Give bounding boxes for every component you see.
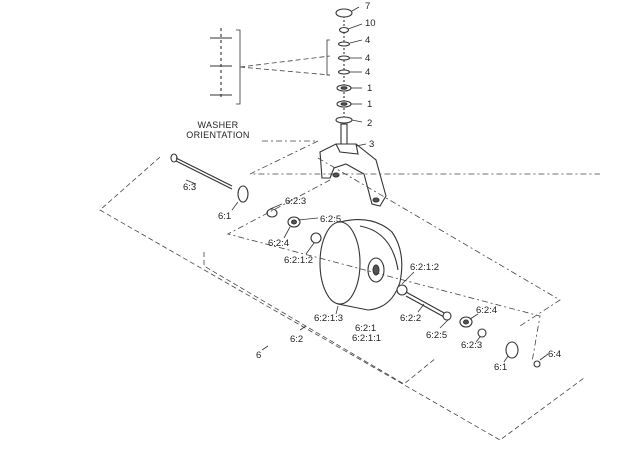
callout-6-2-1-3: 6:2:1:3 bbox=[314, 313, 343, 324]
spacer-6-1-left bbox=[237, 185, 249, 203]
callout-1a: 1 bbox=[367, 83, 372, 94]
callout-6-3: 6:3 bbox=[183, 182, 196, 193]
spacer-6-2-3-right bbox=[477, 328, 487, 338]
nut-part-10 bbox=[338, 26, 350, 34]
washer-part-4c bbox=[337, 69, 351, 75]
callout-10: 10 bbox=[365, 18, 376, 29]
nut-6-4 bbox=[533, 360, 541, 368]
wheel-assembly bbox=[319, 219, 403, 311]
callout-6-2-2: 6:2:2 bbox=[400, 313, 421, 324]
spindle-stack bbox=[326, 8, 353, 150]
spacer-6-1-right bbox=[505, 341, 519, 359]
axle-spacer-6-2-2 bbox=[405, 291, 447, 315]
fork-part-3 bbox=[319, 143, 387, 207]
callout-1b: 1 bbox=[367, 99, 372, 110]
washer-orientation-inset: WASHER ORIENTATION bbox=[186, 28, 331, 140]
callout-4a: 4 bbox=[365, 35, 370, 46]
callouts: 7 10 4 4 4 1 1 2 3 6:3 6:1 6:2:3 6:2:5 6… bbox=[183, 1, 561, 373]
callout-7: 7 bbox=[365, 1, 370, 12]
stack-bracket bbox=[326, 39, 330, 76]
axle-bolt-6-3 bbox=[170, 153, 233, 190]
callout-2: 2 bbox=[367, 118, 372, 129]
washer-label-line2: ORIENTATION bbox=[186, 130, 249, 140]
seal-6-2-1-2-right bbox=[396, 284, 408, 296]
callout-6-2-1: 6:2:1 bbox=[355, 323, 376, 334]
inset-bracket bbox=[236, 29, 241, 105]
callout-4b: 4 bbox=[365, 53, 370, 64]
callout-6-2-1-2-right: 6:2:1:2 bbox=[410, 262, 439, 273]
seal-6-2-1-2-left bbox=[310, 232, 322, 244]
callout-4c: 4 bbox=[365, 67, 370, 78]
seal-6-2-5-right bbox=[442, 311, 452, 321]
callout-6-2-4-left: 6:2:4 bbox=[268, 238, 289, 249]
assembly-lines bbox=[99, 140, 600, 441]
spacer-6-2-3-left bbox=[266, 208, 278, 218]
callout-6: 6 bbox=[256, 350, 261, 361]
left-hardware bbox=[237, 185, 322, 244]
callout-6-2-3-right: 6:2:3 bbox=[461, 340, 482, 351]
callout-3: 3 bbox=[369, 139, 374, 150]
callout-6-2-1-2-left: 6:2:1:2 bbox=[284, 255, 313, 266]
callout-6-4: 6:4 bbox=[548, 349, 561, 360]
callout-6-2-4-right: 6:2:4 bbox=[476, 305, 497, 316]
callout-6-1-left: 6:1 bbox=[218, 211, 231, 222]
cap-part-7 bbox=[335, 8, 353, 18]
inset-leader-a bbox=[239, 55, 331, 68]
inset-leader-b bbox=[239, 66, 331, 76]
leader-lines bbox=[185, 6, 549, 363]
seal-part-2 bbox=[335, 116, 353, 124]
callout-6-2-5-left: 6:2:5 bbox=[320, 214, 341, 225]
tire-sidewall bbox=[319, 221, 361, 305]
callout-6-2-1-1: 6:2:1:1 bbox=[352, 333, 381, 344]
washer-part-4a bbox=[337, 41, 351, 47]
callout-6-2: 6:2 bbox=[290, 334, 303, 345]
spindle-shaft bbox=[340, 123, 348, 147]
callout-6-2-5-right: 6:2:5 bbox=[426, 330, 447, 341]
rim-6-2-1 bbox=[367, 257, 385, 283]
washer-label-line1: WASHER bbox=[198, 120, 239, 130]
callout-6-1-right: 6:1 bbox=[494, 362, 507, 373]
callout-6-2-3-left: 6:2:3 bbox=[285, 196, 306, 207]
washer-part-4b bbox=[337, 55, 351, 61]
right-hardware bbox=[396, 284, 541, 368]
